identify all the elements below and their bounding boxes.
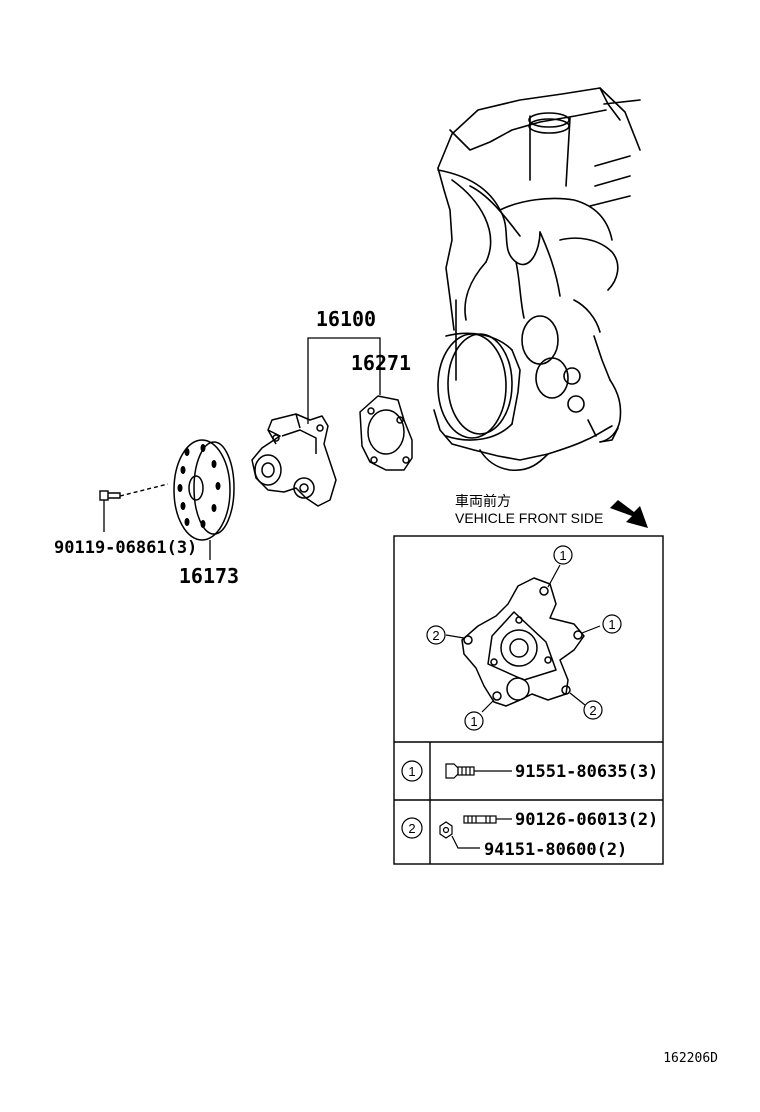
figure-code: 162206D [663,1051,718,1066]
bolt-91551-icon [445,763,512,779]
marker-circle-2b [583,700,603,720]
part-number-90126[interactable]: 90126-06013(2) [515,810,658,830]
row-1-mark: 1 [408,764,415,779]
gasket-illustration [359,395,413,471]
pulley-bolt-illustration [99,483,169,501]
marker-circle-1a [553,545,573,565]
detail-box [393,535,664,865]
marker-label: 1 [470,714,477,729]
pulley-illustration [173,439,235,541]
marker-circle-1c [464,711,484,731]
part-number-94151[interactable]: 94151-80600(2) [484,840,627,860]
water-pump-body-illustration [251,413,337,507]
part-number-pulley-bolt[interactable]: 90119-06861(3) [54,538,197,558]
part-number-gasket[interactable]: 16271 [351,351,411,375]
marker-label: 1 [608,617,615,632]
nut-94151-icon [439,821,480,849]
marker-circle-1b [602,614,622,634]
engine-block-illustration [433,87,641,472]
part-number-pulley[interactable]: 16173 [179,564,239,588]
detail-markers [426,545,622,731]
part-number-91551[interactable]: 91551-80635(3) [515,762,658,782]
marker-label: 1 [559,548,566,563]
row-2-mark-circle [401,817,423,839]
detail-pump-flange-illustration [461,577,585,707]
marker-label: 2 [432,628,439,643]
row-2-mark: 2 [408,821,415,836]
stud-90126-icon [463,815,512,824]
marker-label: 2 [589,703,596,718]
leader-lines [103,337,381,560]
row-1-mark-circle [401,760,423,782]
front-label-en: VEHICLE FRONT SIDE [455,510,603,526]
marker-circle-2a [426,625,446,645]
front-arrow-icon [610,500,648,528]
part-number-water-pump[interactable]: 16100 [316,307,376,331]
front-label-jp: 車両前方 [455,493,511,509]
